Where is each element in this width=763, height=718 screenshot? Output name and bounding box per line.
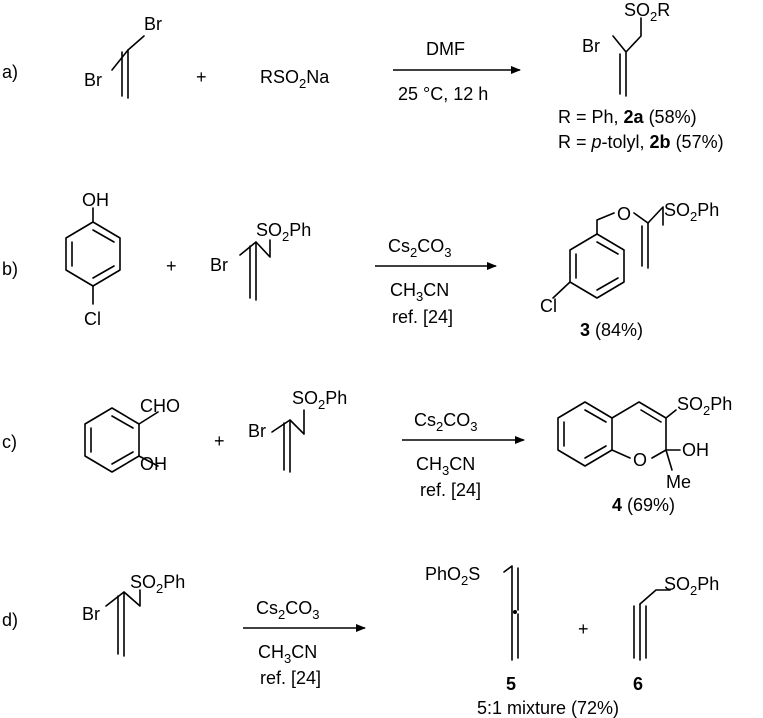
row-c: c) CHO OH + Br SO2Ph Cs2CO3 CH3CN ref. [… — [2, 388, 732, 515]
alkyne-6: SO2Ph — [633, 574, 719, 661]
condition-solvent-c: CH3CN — [416, 454, 475, 478]
product-hydroxyl: OH — [682, 440, 709, 460]
dibromopropene: Br Br — [84, 14, 162, 99]
substituent-bonds — [665, 409, 681, 471]
ring-double-bonds — [71, 229, 115, 279]
salicylaldehyde: CHO OH — [84, 396, 180, 474]
hydroxyl-c: OH — [140, 454, 167, 474]
label-c: c) — [2, 432, 17, 452]
bond — [271, 409, 305, 435]
hydroxyl-b: OH — [82, 190, 109, 210]
substituent-bonds — [138, 411, 159, 467]
benzene-ring — [569, 233, 625, 299]
condition-solvent-d: CH3CN — [258, 642, 317, 666]
benzene-ring — [84, 407, 140, 473]
product-sulfonyl-b: SO2Ph — [664, 200, 719, 224]
condition-solvent-b: CH3CN — [390, 280, 449, 304]
product-2: Br SO2R — [582, 0, 670, 97]
compound-5-label: 5 — [506, 674, 516, 694]
ring-oxygen: O — [633, 450, 647, 470]
plus-d: + — [578, 619, 589, 639]
product-bromo-a: Br — [582, 36, 600, 56]
plus-c: + — [214, 431, 225, 451]
sulfonyl-group-d: SO2Ph — [130, 572, 185, 596]
row-b: b) OH Cl + Br SO2Ph Cs2CO3 CH3CN ref. [2… — [2, 190, 719, 340]
pyran-double-bond — [640, 409, 662, 423]
chloro-b: Cl — [84, 309, 101, 329]
sulfonyl-group-b: SO2Ph — [256, 220, 311, 244]
sulfonyl-group-c: SO2Ph — [292, 388, 347, 412]
label-b: b) — [2, 259, 18, 279]
condition-base-d: Cs2CO3 — [256, 598, 319, 622]
bromoallyl-sulfone-d: Br SO2Ph — [82, 572, 185, 657]
benzene-ring — [65, 221, 121, 287]
plus-b: + — [166, 256, 177, 276]
aldehyde-group: CHO — [140, 396, 180, 416]
bromoallyl-sulfone-c: Br SO2Ph — [248, 388, 347, 473]
bond — [612, 17, 642, 53]
triple-bond — [633, 603, 647, 661]
double-bond — [117, 591, 125, 657]
bond — [639, 589, 671, 605]
yield-2b: R = p-tolyl, 2b (57%) — [558, 132, 724, 152]
mixture-yield: 5:1 mixture (72%) — [477, 698, 619, 718]
condition-ref-b: ref. [24] — [392, 307, 453, 327]
double-bond — [641, 222, 649, 269]
bromo-top: Br — [144, 14, 162, 34]
chlorophenol: OH Cl — [65, 190, 121, 329]
product-3-label: 3 (84%) — [580, 320, 643, 340]
alkyne-sulfonyl: SO2Ph — [664, 574, 719, 598]
allene-sulfonyl: PhO2S — [425, 564, 480, 588]
cumulated-double-bonds — [503, 565, 519, 661]
bromo-c: Br — [248, 421, 266, 441]
plus-a: + — [196, 67, 207, 87]
row-a: a) Br Br + RSO2Na DMF 25 °C, 12 h Br SO2… — [2, 0, 724, 152]
bromo-d: Br — [82, 604, 100, 624]
ring-double-bonds — [575, 241, 619, 291]
sulfonyl-group-a: SO2R — [624, 0, 670, 24]
chloro-bond — [552, 281, 571, 299]
condition-base-b: Cs2CO3 — [388, 236, 451, 260]
product-4-label: 4 (69%) — [612, 495, 675, 515]
bond — [239, 239, 271, 258]
bromo-left: Br — [84, 70, 102, 90]
product-sulfonyl-c: SO2Ph — [677, 394, 732, 418]
row-d: d) Br SO2Ph Cs2CO3 CH3CN ref. [24] PhO2S… — [2, 564, 719, 718]
ether-oxygen: O — [617, 204, 631, 224]
double-bond — [121, 49, 129, 99]
double-bond — [619, 51, 627, 97]
bromoallyl-sulfone-b: Br SO2Ph — [210, 220, 311, 301]
ring-double-bonds — [563, 409, 607, 459]
label-a: a) — [2, 62, 18, 82]
central-carbon-dot — [513, 610, 517, 614]
condition-temp-time-a: 25 °C, 12 h — [398, 84, 488, 104]
product-3: O Cl SO2Ph 3 (84%) — [540, 200, 719, 340]
product-4: SO2Ph O OH Me 4 (69%) — [557, 394, 732, 515]
condition-solvent-a: DMF — [426, 39, 465, 59]
ring-double-bonds — [90, 415, 134, 465]
condition-ref-c: ref. [24] — [420, 480, 481, 500]
benzene-ring — [557, 401, 613, 467]
yield-2a: R = Ph, 2a (58%) — [558, 107, 697, 127]
double-bond — [283, 419, 291, 473]
bromo-b: Br — [210, 255, 228, 275]
ether-bonds — [596, 206, 664, 235]
label-d: d) — [2, 610, 18, 630]
product-chloro-b: Cl — [540, 296, 557, 316]
condition-base-c: Cs2CO3 — [414, 410, 477, 434]
product-methyl: Me — [666, 472, 691, 492]
bond — [105, 589, 141, 607]
compound-6-label: 6 — [633, 674, 643, 694]
sodium-sulfinate: RSO2Na — [260, 67, 330, 91]
double-bond — [249, 241, 257, 301]
condition-ref-d: ref. [24] — [260, 668, 321, 688]
allene-5: PhO2S — [425, 564, 519, 661]
